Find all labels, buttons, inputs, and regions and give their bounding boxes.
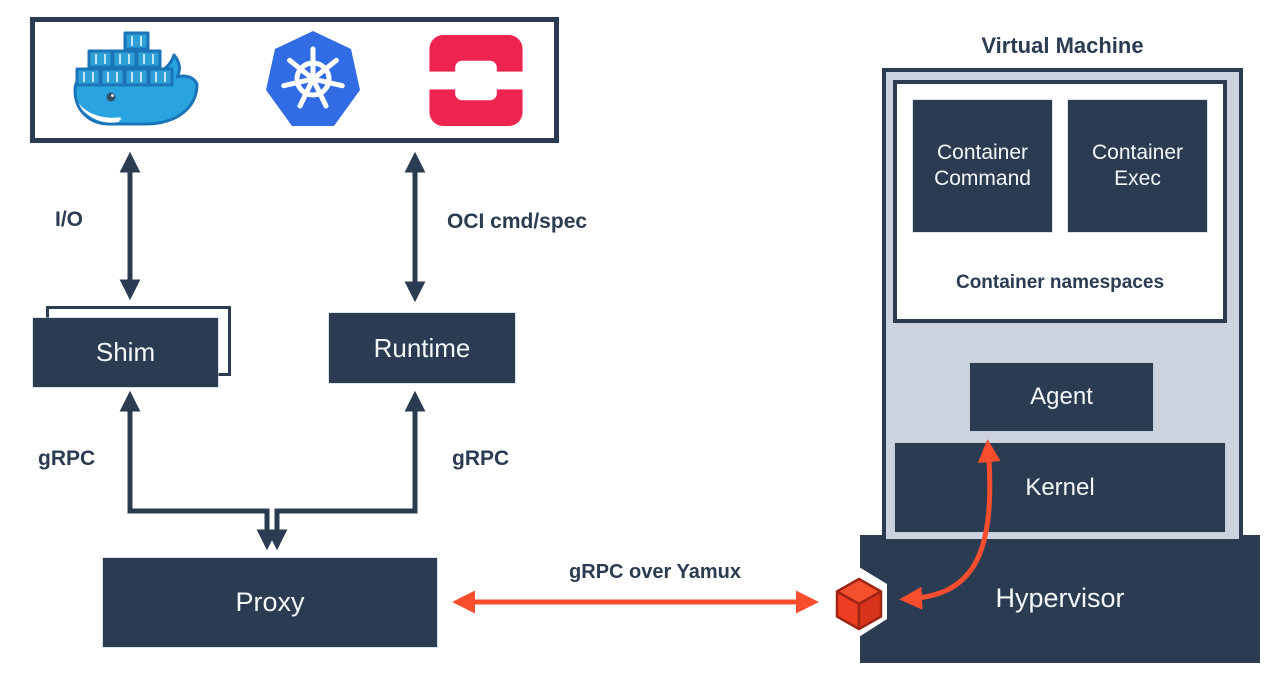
container-namespaces-label: Container namespaces <box>955 272 1165 293</box>
proxy-label: Proxy <box>235 586 305 617</box>
shim-label: Shim <box>95 337 156 368</box>
openstack-icon <box>426 34 526 126</box>
container-command-label: Container Command <box>934 140 1031 190</box>
io-label: I/O <box>55 208 84 231</box>
hypervisor-label: Hypervisor <box>995 583 1125 614</box>
docker-icon <box>73 31 199 126</box>
container-command-box: Container Command <box>913 100 1052 232</box>
container-engines-box <box>30 17 559 143</box>
agent-box: Agent <box>970 363 1153 431</box>
container-exec-label: Container Exec <box>1091 140 1184 190</box>
vm-title: Virtual Machine <box>981 33 1144 58</box>
hypervisor-box: Hypervisor <box>860 535 1260 663</box>
proxy-box: Proxy <box>103 558 437 647</box>
runtime-label: Runtime <box>373 332 471 363</box>
shim-box: Shim <box>33 318 218 387</box>
grpc-right-arrow <box>266 390 426 551</box>
grpc-right-label: gRPC <box>452 447 510 470</box>
package-cube-icon <box>828 567 890 637</box>
kernel-label: Kernel <box>1025 473 1095 501</box>
grpc-left-arrow <box>119 390 278 551</box>
oci-label: OCI cmd/spec <box>447 210 588 233</box>
agent-label: Agent <box>1030 383 1093 410</box>
kubernetes-icon <box>265 31 360 126</box>
container-exec-box: Container Exec <box>1068 100 1207 232</box>
grpc-left-label: gRPC <box>38 447 96 470</box>
grpc-yamux-label: gRPC over Yamux <box>569 561 741 583</box>
kernel-box: Kernel <box>895 443 1225 532</box>
runtime-box: Runtime <box>329 313 515 383</box>
